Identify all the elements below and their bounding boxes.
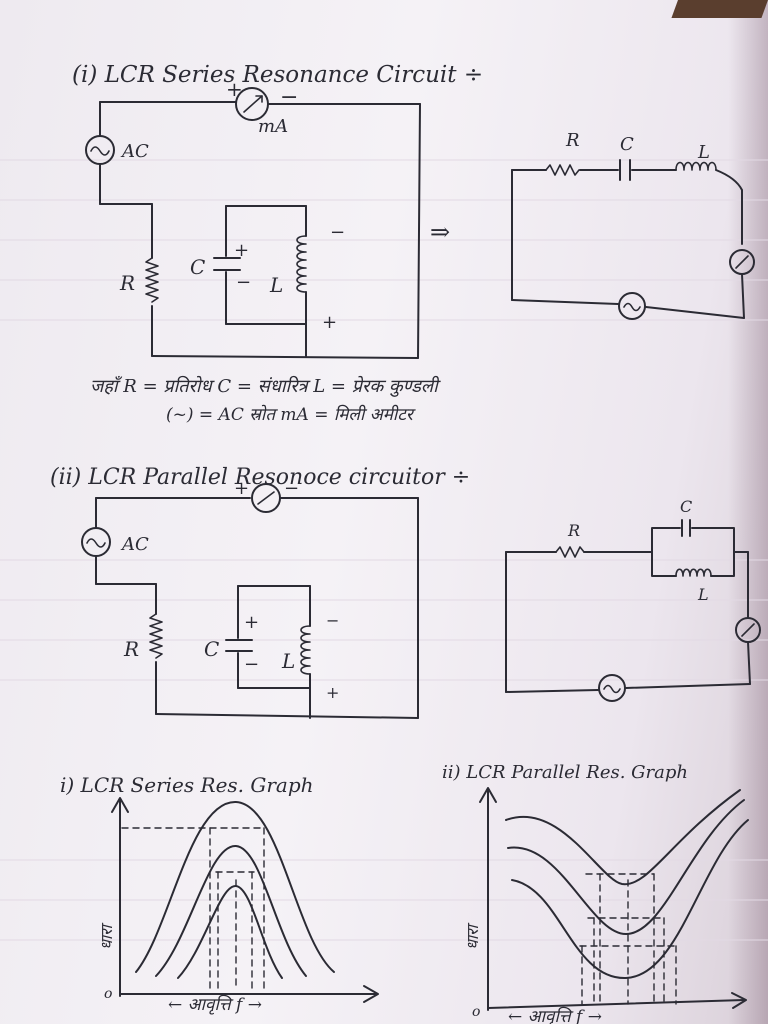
svg-text:+: + [234, 240, 249, 261]
series-graph-title: i) LCR Series Res. Graph [60, 773, 314, 797]
svg-text:−: − [330, 222, 345, 243]
svg-text:L: L [697, 142, 710, 163]
svg-text:−: − [236, 272, 251, 293]
parallel-equivalent-diagram: R C L [505, 497, 761, 702]
legend-line-2: (~) = AC स्रोत mA = मिली अमीटर [166, 404, 416, 425]
svg-text:+: + [244, 612, 259, 633]
series-circuit-diagram: + − mA AC R C + − L − [85, 77, 421, 359]
x-axis-label: ← आवृत्ति f → [508, 1006, 602, 1024]
svg-text:+: + [322, 312, 337, 333]
series-resonance-graph: धारा ← आवृत्ति f → o [97, 797, 379, 1015]
milliammeter-label: mA [258, 116, 288, 137]
response-curve-high [135, 800, 335, 973]
resistor-symbol [149, 613, 163, 659]
capacitor-symbol [213, 257, 241, 271]
y-axis-label: धारा [97, 922, 116, 950]
series-equivalent-diagram: R C L [511, 130, 755, 320]
parallel-resonance-graph: धारा ← आवृत्ति f → o [463, 787, 749, 1024]
x-axis-label: ← आवृत्ति f → [168, 994, 262, 1015]
svg-text:C: C [680, 497, 692, 516]
ruled-lines [0, 159, 768, 941]
svg-text:+: + [226, 77, 243, 101]
legend-line-1: जहाँ R = प्रतिरोध C = संधारित्र L = प्रे… [90, 375, 441, 397]
response-curve-mid [507, 799, 745, 935]
y-axis-label: धारा [463, 922, 482, 950]
inductor-coil-symbol [296, 235, 307, 293]
svg-text:AC: AC [120, 141, 149, 162]
svg-text:o: o [472, 1004, 480, 1020]
section1-heading: (i) LCR Series Resonance Circuit ÷ [72, 62, 483, 88]
svg-text:−: − [280, 85, 298, 110]
svg-text:AC: AC [120, 534, 149, 555]
equivalent-arrow: ⇒ [430, 218, 450, 246]
svg-text:o: o [104, 986, 112, 1002]
svg-text:R: R [123, 637, 139, 661]
ammeter-icon [235, 87, 269, 121]
svg-text:−: − [326, 611, 339, 630]
svg-text:L: L [697, 585, 709, 604]
response-curve-high [505, 789, 741, 886]
response-curve-low [511, 819, 749, 980]
ac-source-icon [618, 292, 646, 320]
svg-text:+: + [234, 478, 249, 499]
svg-text:−: − [244, 654, 259, 675]
svg-text:−: − [284, 478, 299, 499]
svg-text:R: R [567, 521, 580, 540]
svg-text:+: + [326, 683, 339, 702]
parallel-graph-title: ii) LCR Parallel Res. Graph [442, 762, 688, 783]
resistor-symbol [145, 257, 159, 303]
svg-text:C: C [190, 255, 205, 279]
svg-text:R: R [565, 130, 580, 151]
svg-text:L: L [281, 649, 295, 673]
parallel-circuit-diagram: + − AC R C + − L − + [81, 478, 419, 719]
svg-text:R: R [119, 271, 135, 295]
svg-text:C: C [204, 637, 219, 661]
response-curve-mid [155, 844, 307, 977]
svg-text:L: L [269, 273, 283, 297]
inductor-coil-symbol [300, 625, 311, 675]
page-edge-shadow [728, 0, 768, 1024]
svg-text:C: C [620, 134, 634, 155]
